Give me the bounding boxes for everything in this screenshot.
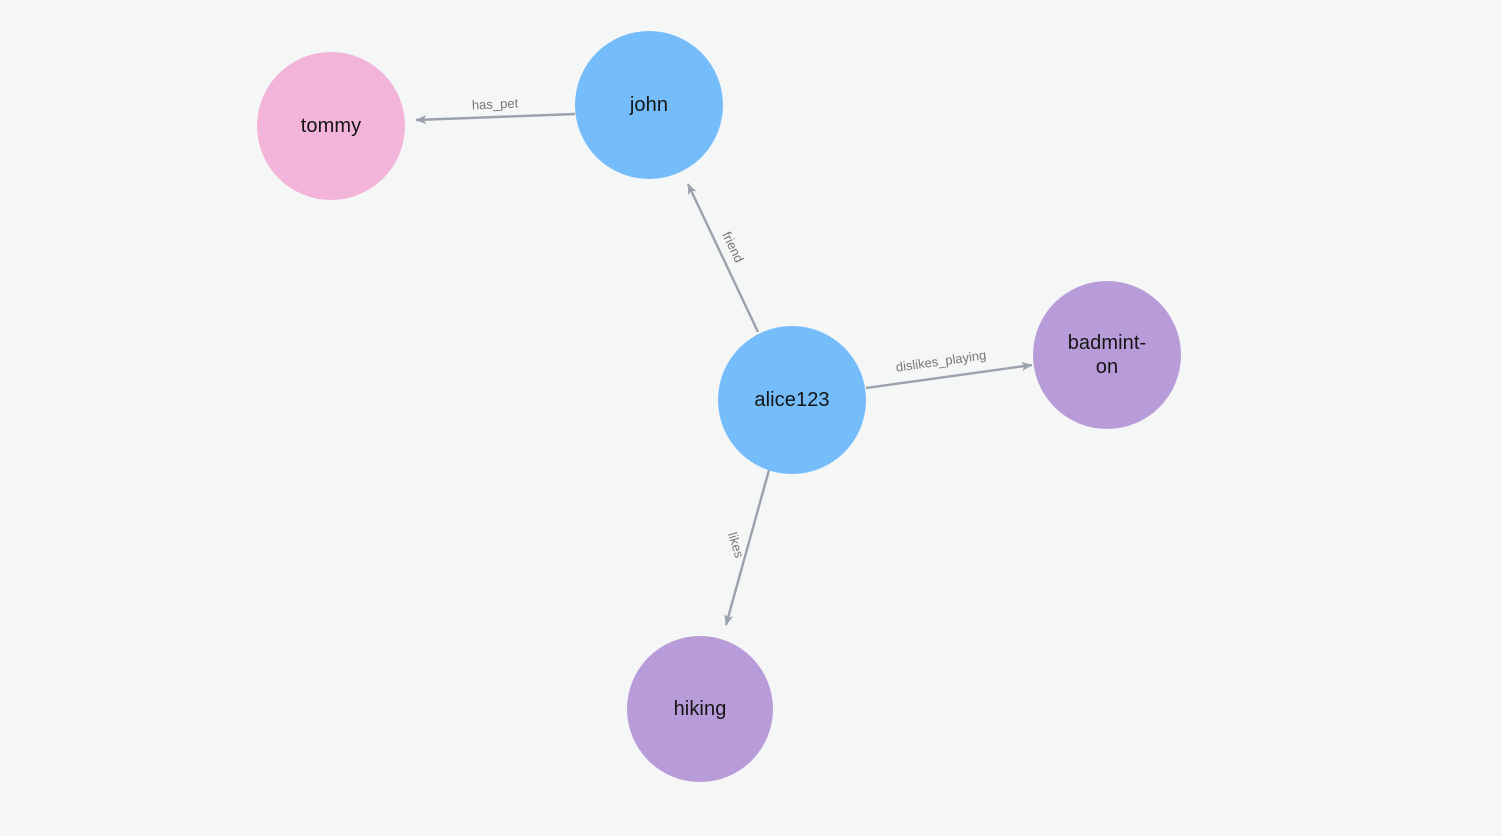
edge-line bbox=[686, 183, 760, 333]
graph-node-badminton[interactable]: badmint- on bbox=[1033, 281, 1181, 429]
graph-node-alice123[interactable]: alice123 bbox=[718, 326, 866, 474]
node-label: hiking bbox=[673, 698, 727, 720]
edge-john-has_pet-tommy[interactable] bbox=[415, 112, 576, 125]
edge-line bbox=[415, 112, 576, 125]
edge-alice123-friend-john[interactable] bbox=[686, 183, 760, 333]
edge-line bbox=[724, 469, 771, 626]
edge-label-has_pet: has_pet bbox=[471, 95, 519, 113]
node-label: tommy bbox=[300, 115, 362, 137]
graph-node-hiking[interactable]: hiking bbox=[627, 636, 773, 782]
edge-alice123-likes-hiking[interactable] bbox=[724, 469, 771, 626]
node-label: badmint- on bbox=[1067, 332, 1147, 378]
edge-alice123-dislikes_playing-badminton[interactable] bbox=[865, 361, 1033, 390]
edge-line bbox=[865, 361, 1033, 390]
node-label: john bbox=[629, 94, 669, 116]
node-label: alice123 bbox=[754, 389, 830, 411]
graph-node-tommy[interactable]: tommy bbox=[257, 52, 405, 200]
graph-node-john[interactable]: john bbox=[575, 31, 723, 179]
